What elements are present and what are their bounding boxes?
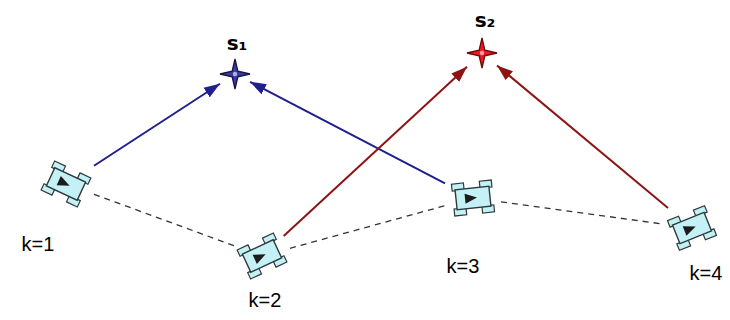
robot-body: [672, 212, 711, 243]
odometry-link: [290, 206, 445, 249]
heading-marker: [683, 222, 698, 236]
observation-arrow: [497, 66, 668, 209]
odometry-link: [501, 202, 664, 224]
robot-icon: [664, 208, 720, 248]
robot-pose: k=1: [38, 164, 94, 204]
robot-pose: k=3: [445, 178, 501, 218]
heading-marker: [57, 176, 72, 190]
star-symbol: [467, 38, 497, 68]
star-outline: [220, 59, 250, 89]
observation-arrow: [94, 84, 220, 166]
landmark-label: s₂: [475, 9, 496, 32]
heading-marker: [465, 193, 478, 204]
star-center: [233, 72, 237, 76]
pose-label: k=3: [447, 255, 480, 278]
robot-pose: k=4: [664, 208, 720, 248]
robot-pose: k=2: [234, 236, 290, 276]
robot-icon: [38, 164, 94, 204]
pose-label: k=2: [249, 289, 282, 312]
landmark-star: s₂: [467, 38, 497, 68]
star-outline: [467, 38, 497, 68]
robot-icon: [445, 178, 501, 218]
robot-body: [46, 168, 85, 200]
observation-arrow: [284, 67, 467, 236]
landmark-label: s₁: [227, 32, 248, 55]
star-center: [480, 51, 484, 55]
heading-marker: [253, 250, 268, 264]
robot-body: [242, 240, 281, 272]
robot-icon: [234, 236, 290, 276]
robot-body: [455, 186, 491, 209]
pose-label: k=4: [690, 262, 723, 285]
star-symbol: [220, 59, 250, 89]
odometry-link: [94, 194, 234, 245]
observation-arrow: [250, 82, 445, 184]
landmark-star: s₁: [220, 59, 250, 89]
pose-label: k=1: [22, 233, 55, 256]
